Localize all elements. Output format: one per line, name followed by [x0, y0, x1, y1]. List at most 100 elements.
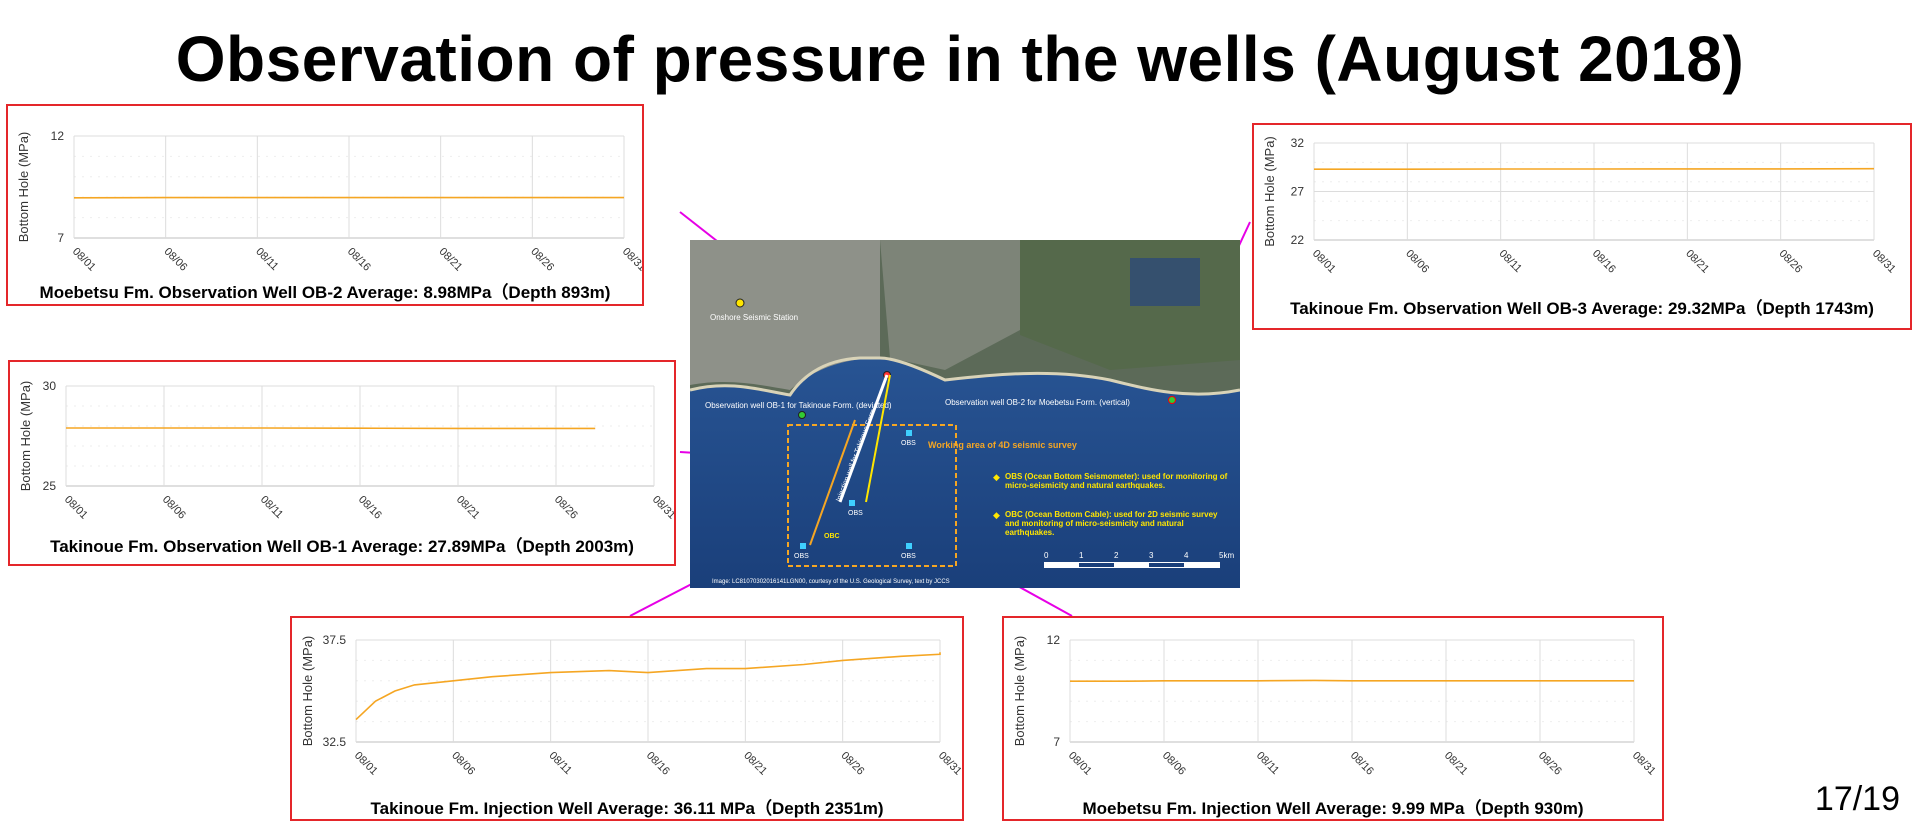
x-tick-label: 08/16	[345, 246, 373, 274]
x-tick-label: 08/06	[1160, 750, 1188, 778]
satellite-map: Onshore Seismic Station Observation well…	[690, 240, 1240, 588]
y-tick-label: 12	[1047, 633, 1061, 647]
chart-ob1: 30 25 08/01 08/06 08/11 08/16 08/21 08/26 08/31 B…	[18, 379, 674, 522]
onshore-station-label: Onshore Seismic Station	[710, 313, 798, 322]
page-title: Observation of pressure in the wells (Au…	[175, 23, 1745, 95]
x-tick-label: 08/26	[552, 494, 580, 522]
scale-label: 0	[1044, 551, 1049, 560]
x-tick-label: 08/01	[70, 246, 98, 274]
chart-caption-ob3: Takinoue Fm. Observation Well OB-3 Avera…	[1290, 299, 1874, 318]
scale-labels: 0 1 2 3 4 5km	[1044, 551, 1234, 560]
chart-caption-ob1: Takinoue Fm. Observation Well OB-1 Avera…	[50, 537, 634, 556]
obs-label-4: OBS	[901, 553, 916, 560]
x-tick-label: 08/31	[620, 246, 642, 274]
y-axis-label: Bottom Hole (MPa)	[16, 132, 31, 243]
x-tick-label: 08/01	[1310, 248, 1338, 276]
legend-diamond-1: ◆	[993, 472, 1000, 482]
obs-label-1: OBS	[901, 440, 916, 447]
x-tick-label: 08/11	[258, 494, 285, 521]
x-tick-label: 08/21	[1442, 750, 1470, 778]
y-tick-label: 27	[1291, 185, 1305, 199]
x-tick-label: 08/01	[352, 750, 380, 778]
series-line	[1314, 167, 1875, 171]
x-tick-label: 08/01	[62, 494, 90, 522]
chart-panel-ob1: 30 25 08/01 08/06 08/11 08/16 08/21 08/26 08/31 B…	[8, 360, 676, 566]
ob3-marker	[1168, 396, 1176, 404]
y-tick-label: 30	[43, 379, 57, 393]
chart-caption-injection-moebetsu: Moebetsu Fm. Injection Well Average: 9.9…	[1082, 799, 1584, 818]
map-coast	[690, 356, 1240, 397]
obc-label: OBC	[824, 533, 840, 540]
x-tick-label: 08/16	[356, 494, 384, 522]
x-tick-label: 08/21	[1683, 248, 1711, 276]
scale-bar	[1044, 562, 1220, 568]
x-tick-label: 08/06	[449, 750, 477, 778]
onshore-station-marker	[735, 298, 745, 308]
x-tick-label: 08/06	[1403, 248, 1431, 276]
y-axis-label: Bottom Hole (MPa)	[300, 636, 315, 747]
chart-ob3: 32 27 22 08/01 08/06 08/11 08/16 08/21 08/26 08/3…	[1262, 136, 1898, 276]
scale-label: 2	[1114, 551, 1119, 560]
scale-label: 5km	[1219, 551, 1234, 560]
x-tick-label: 08/11	[1254, 750, 1281, 777]
chart-caption-injection-takinoue: Takinoue Fm. Injection Well Average: 36.…	[370, 799, 884, 818]
x-tick-label: 08/31	[1870, 248, 1898, 276]
y-tick-label: 7	[1053, 735, 1060, 749]
map-urban-east	[880, 240, 1020, 370]
series-line	[1070, 679, 1634, 683]
obs-label-3: OBS	[794, 553, 809, 560]
y-tick-label: 37.5	[323, 633, 347, 647]
x-tick-label: 08/26	[528, 246, 556, 274]
y-tick-label: 7	[57, 231, 64, 245]
injection-well-takinoue-trace	[838, 374, 889, 503]
page-number: 17/19	[1814, 780, 1900, 818]
obs-label-2: OBS	[848, 510, 863, 517]
chart-panel-ob2: 12 7 08/01 08/06 08/11 08/16 08/21 08/26 08/31 Bo…	[6, 104, 644, 306]
scale-label: 4	[1184, 551, 1189, 560]
ob2-label: Observation well OB-2 for Moebetsu Form.…	[945, 398, 1130, 407]
obs-marker-2	[849, 500, 855, 506]
ob1-label: Observation well OB-1 for Takinoue Form.…	[705, 401, 892, 410]
working-area-box	[787, 424, 957, 567]
x-tick-label: 08/21	[454, 494, 482, 522]
x-tick-label: 08/16	[1590, 248, 1618, 276]
chart-ob2: 12 7 08/01 08/06 08/11 08/16 08/21 08/26 08/31 Bo…	[16, 129, 642, 274]
legend-obs-text: OBS (Ocean Bottom Seismometer): used for…	[1005, 472, 1228, 490]
x-tick-label: 08/26	[1777, 248, 1805, 276]
y-axis-label: Bottom Hole (MPa)	[1262, 136, 1277, 247]
x-tick-label: 08/31	[650, 494, 674, 522]
scale-label: 1	[1079, 551, 1084, 560]
y-tick-label: 32.5	[323, 735, 347, 749]
working-area-label: Working area of 4D seismic survey	[928, 440, 1077, 450]
x-tick-label: 08/11	[253, 246, 280, 273]
scale-label: 3	[1149, 551, 1154, 560]
x-tick-label: 08/21	[741, 750, 769, 778]
x-tick-label: 08/11	[1497, 248, 1524, 275]
y-tick-label: 22	[1291, 233, 1305, 247]
y-tick-label: 32	[1291, 136, 1305, 150]
x-tick-label: 08/01	[1066, 750, 1094, 778]
obs-marker-1	[906, 430, 912, 436]
x-tick-label: 08/31	[1630, 750, 1658, 778]
x-tick-label: 08/21	[437, 246, 465, 274]
ob1-marker	[798, 411, 806, 419]
x-tick-label: 08/06	[162, 246, 190, 274]
map-lake	[1130, 258, 1200, 306]
x-tick-label: 08/06	[160, 494, 188, 522]
y-tick-label: 12	[51, 129, 65, 143]
obc-line	[809, 419, 856, 546]
injection-well-moebetsu-trace	[865, 374, 891, 503]
y-tick-label: 25	[43, 479, 57, 493]
legend-obc-text: OBC (Ocean Bottom Cable): used for 2D se…	[1005, 510, 1218, 537]
x-tick-label: 08/16	[1348, 750, 1376, 778]
x-tick-label: 08/26	[1536, 750, 1564, 778]
y-axis-label: Bottom Hole (MPa)	[18, 381, 33, 492]
chart-panel-ob3: 32 27 22 08/01 08/06 08/11 08/16 08/21 08/26 08/3…	[1252, 123, 1912, 330]
legend-diamond-2: ◆	[993, 510, 1000, 520]
x-tick-label: 08/26	[839, 750, 867, 778]
x-tick-label: 08/31	[936, 750, 962, 778]
